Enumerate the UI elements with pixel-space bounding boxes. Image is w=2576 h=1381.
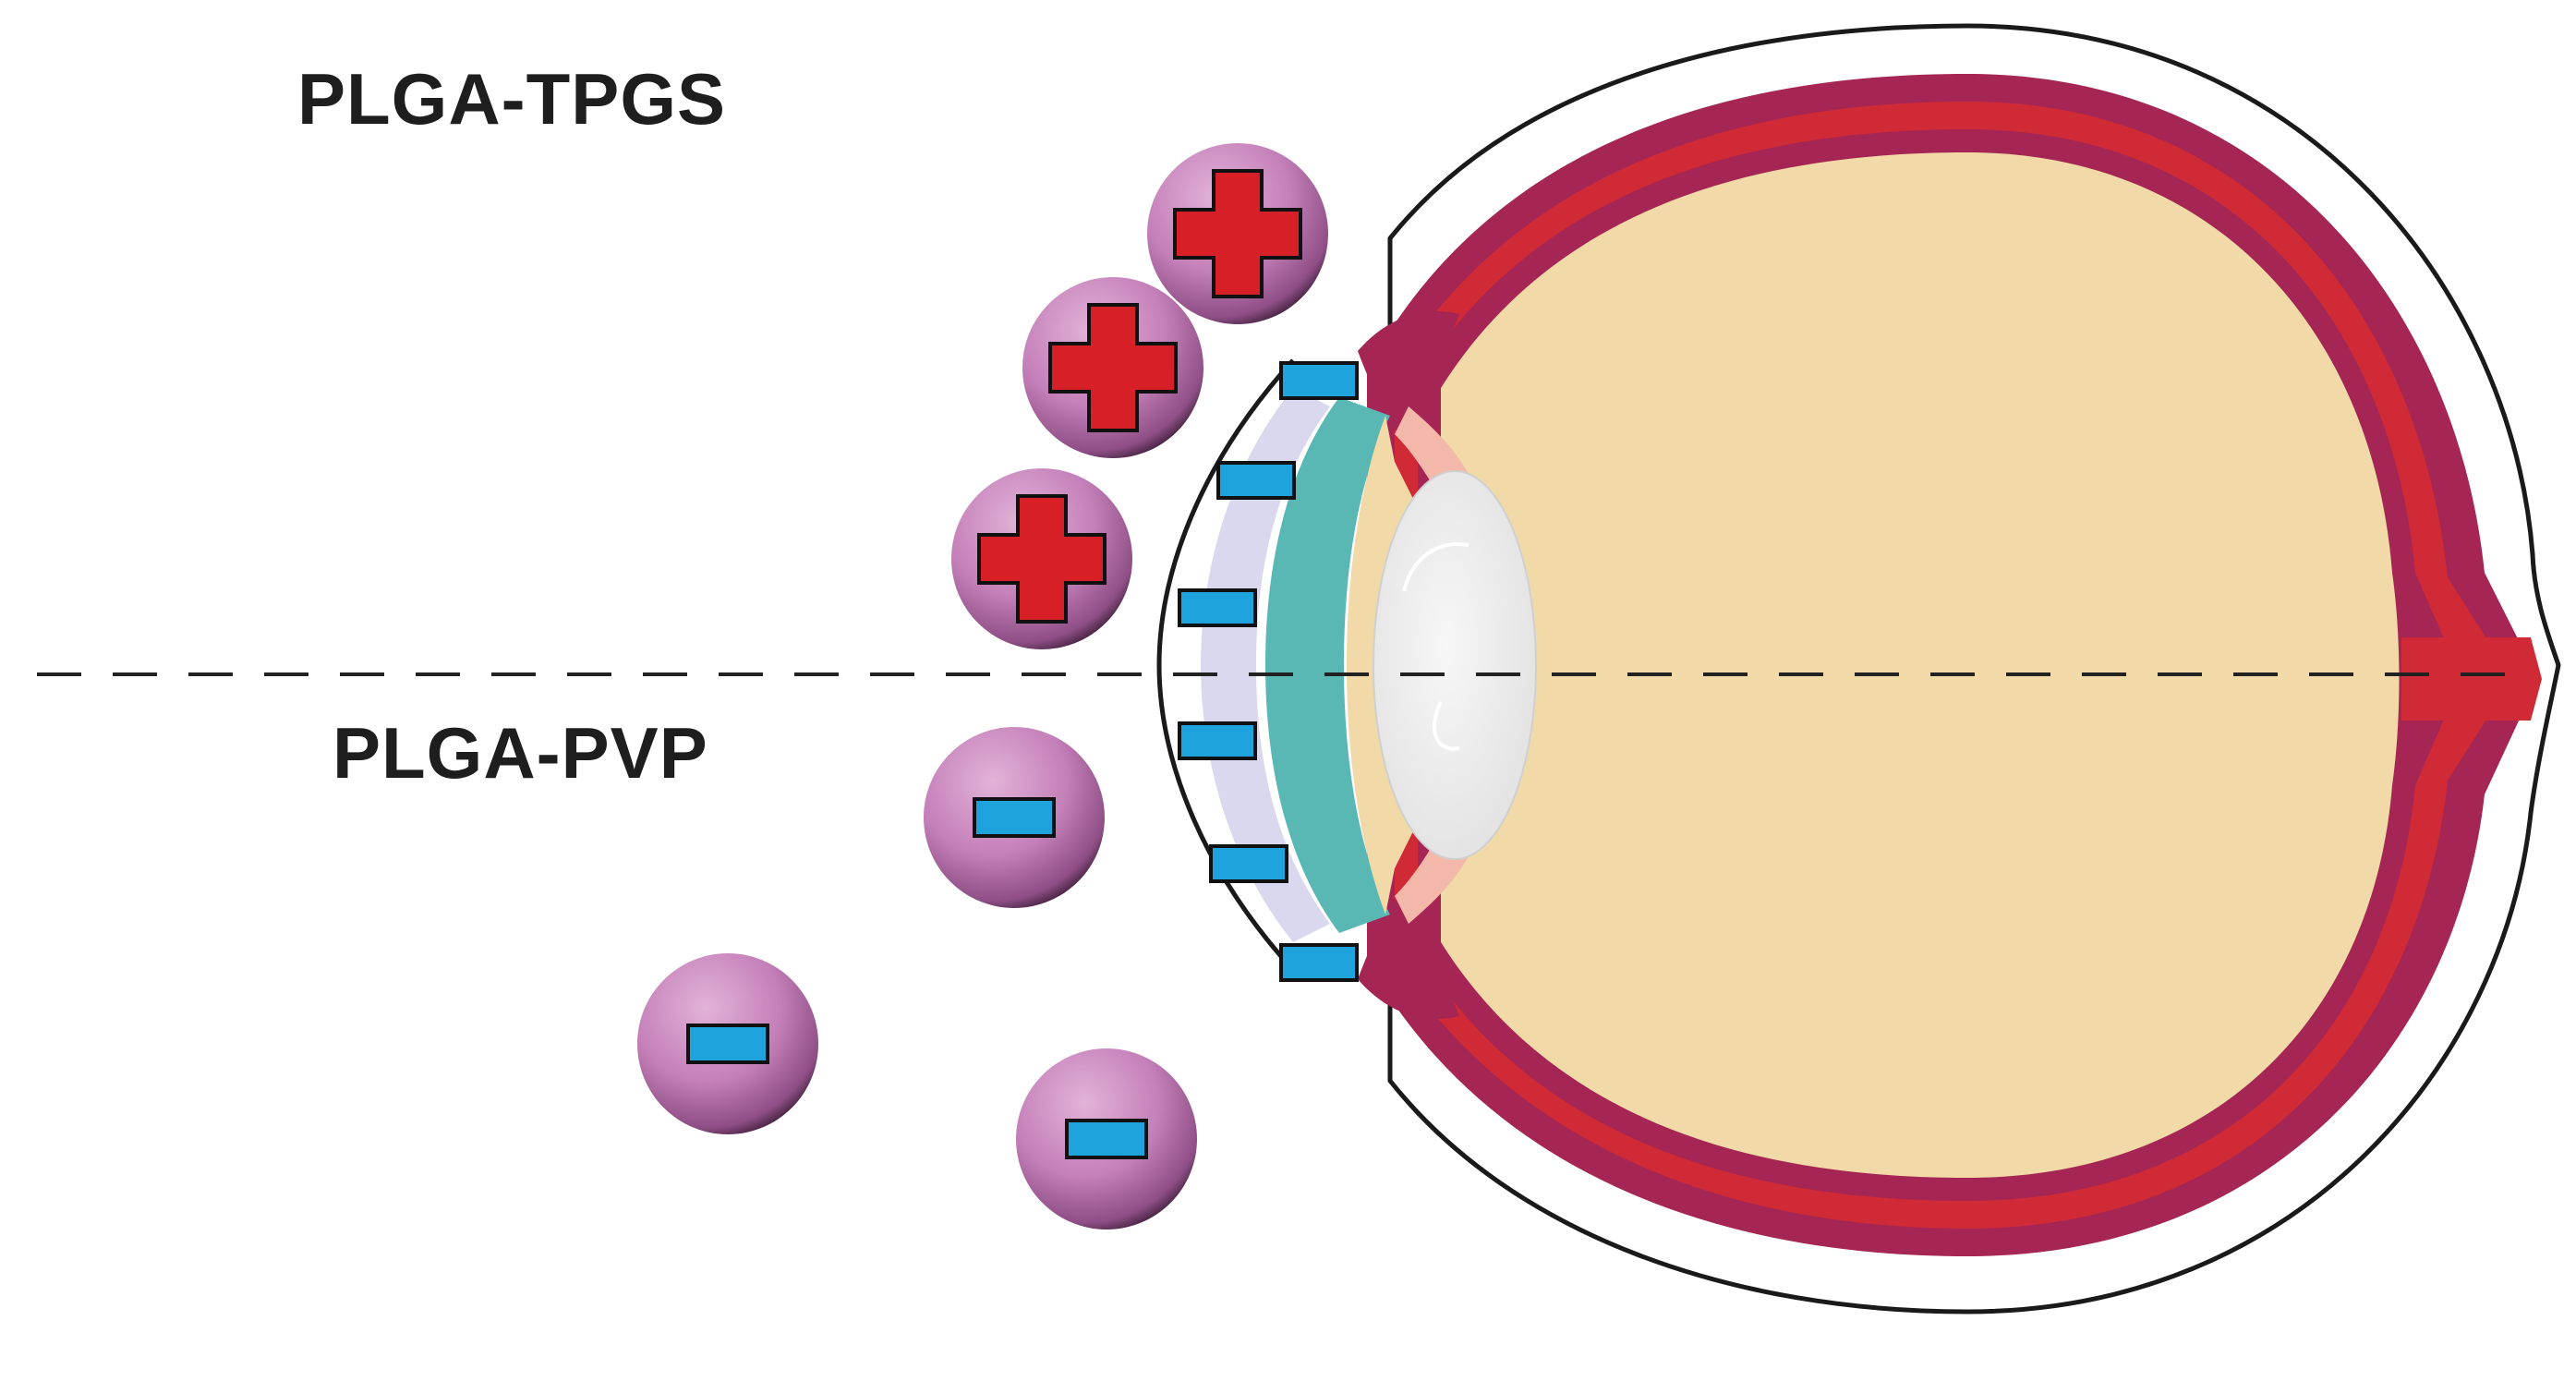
positive-nanoparticle	[1022, 277, 1203, 458]
cornea	[1265, 397, 1390, 933]
surface-negative-charge	[1178, 588, 1257, 627]
plus-icon	[1173, 169, 1302, 298]
optic-nerve	[2401, 637, 2542, 721]
minus-icon	[686, 1024, 769, 1064]
plus-icon	[977, 494, 1107, 624]
positive-nanoparticle	[951, 468, 1132, 649]
negative-nanoparticle	[924, 727, 1105, 908]
plga-tpgs-label: PLGA-TPGS	[297, 58, 727, 139]
lens-highlight-lower	[1432, 701, 1460, 751]
negative-nanoparticle	[637, 953, 818, 1134]
plus-icon	[1048, 303, 1178, 432]
surface-charge-group	[1178, 361, 1359, 982]
tear-film	[1201, 388, 1330, 942]
surface-negative-charge	[1279, 943, 1359, 982]
positive-nanoparticle	[1147, 143, 1328, 324]
minus-icon	[1065, 1119, 1148, 1159]
surface-negative-charge	[1279, 361, 1359, 400]
lens-highlight	[1402, 542, 1469, 592]
surface-negative-charge	[1178, 721, 1257, 760]
ciliary-body-bottom	[1358, 887, 1459, 1020]
negative-nanoparticle	[1016, 1048, 1197, 1230]
particle-group	[637, 143, 1328, 1230]
lens	[1373, 470, 1537, 860]
surface-negative-charge	[1209, 844, 1288, 883]
vitreous-body	[1441, 152, 2400, 1178]
minus-icon	[973, 797, 1056, 838]
surface-negative-charge	[1216, 461, 1296, 500]
ciliary-body-top	[1358, 310, 1459, 443]
plga-pvp-label: PLGA-PVP	[333, 712, 708, 793]
